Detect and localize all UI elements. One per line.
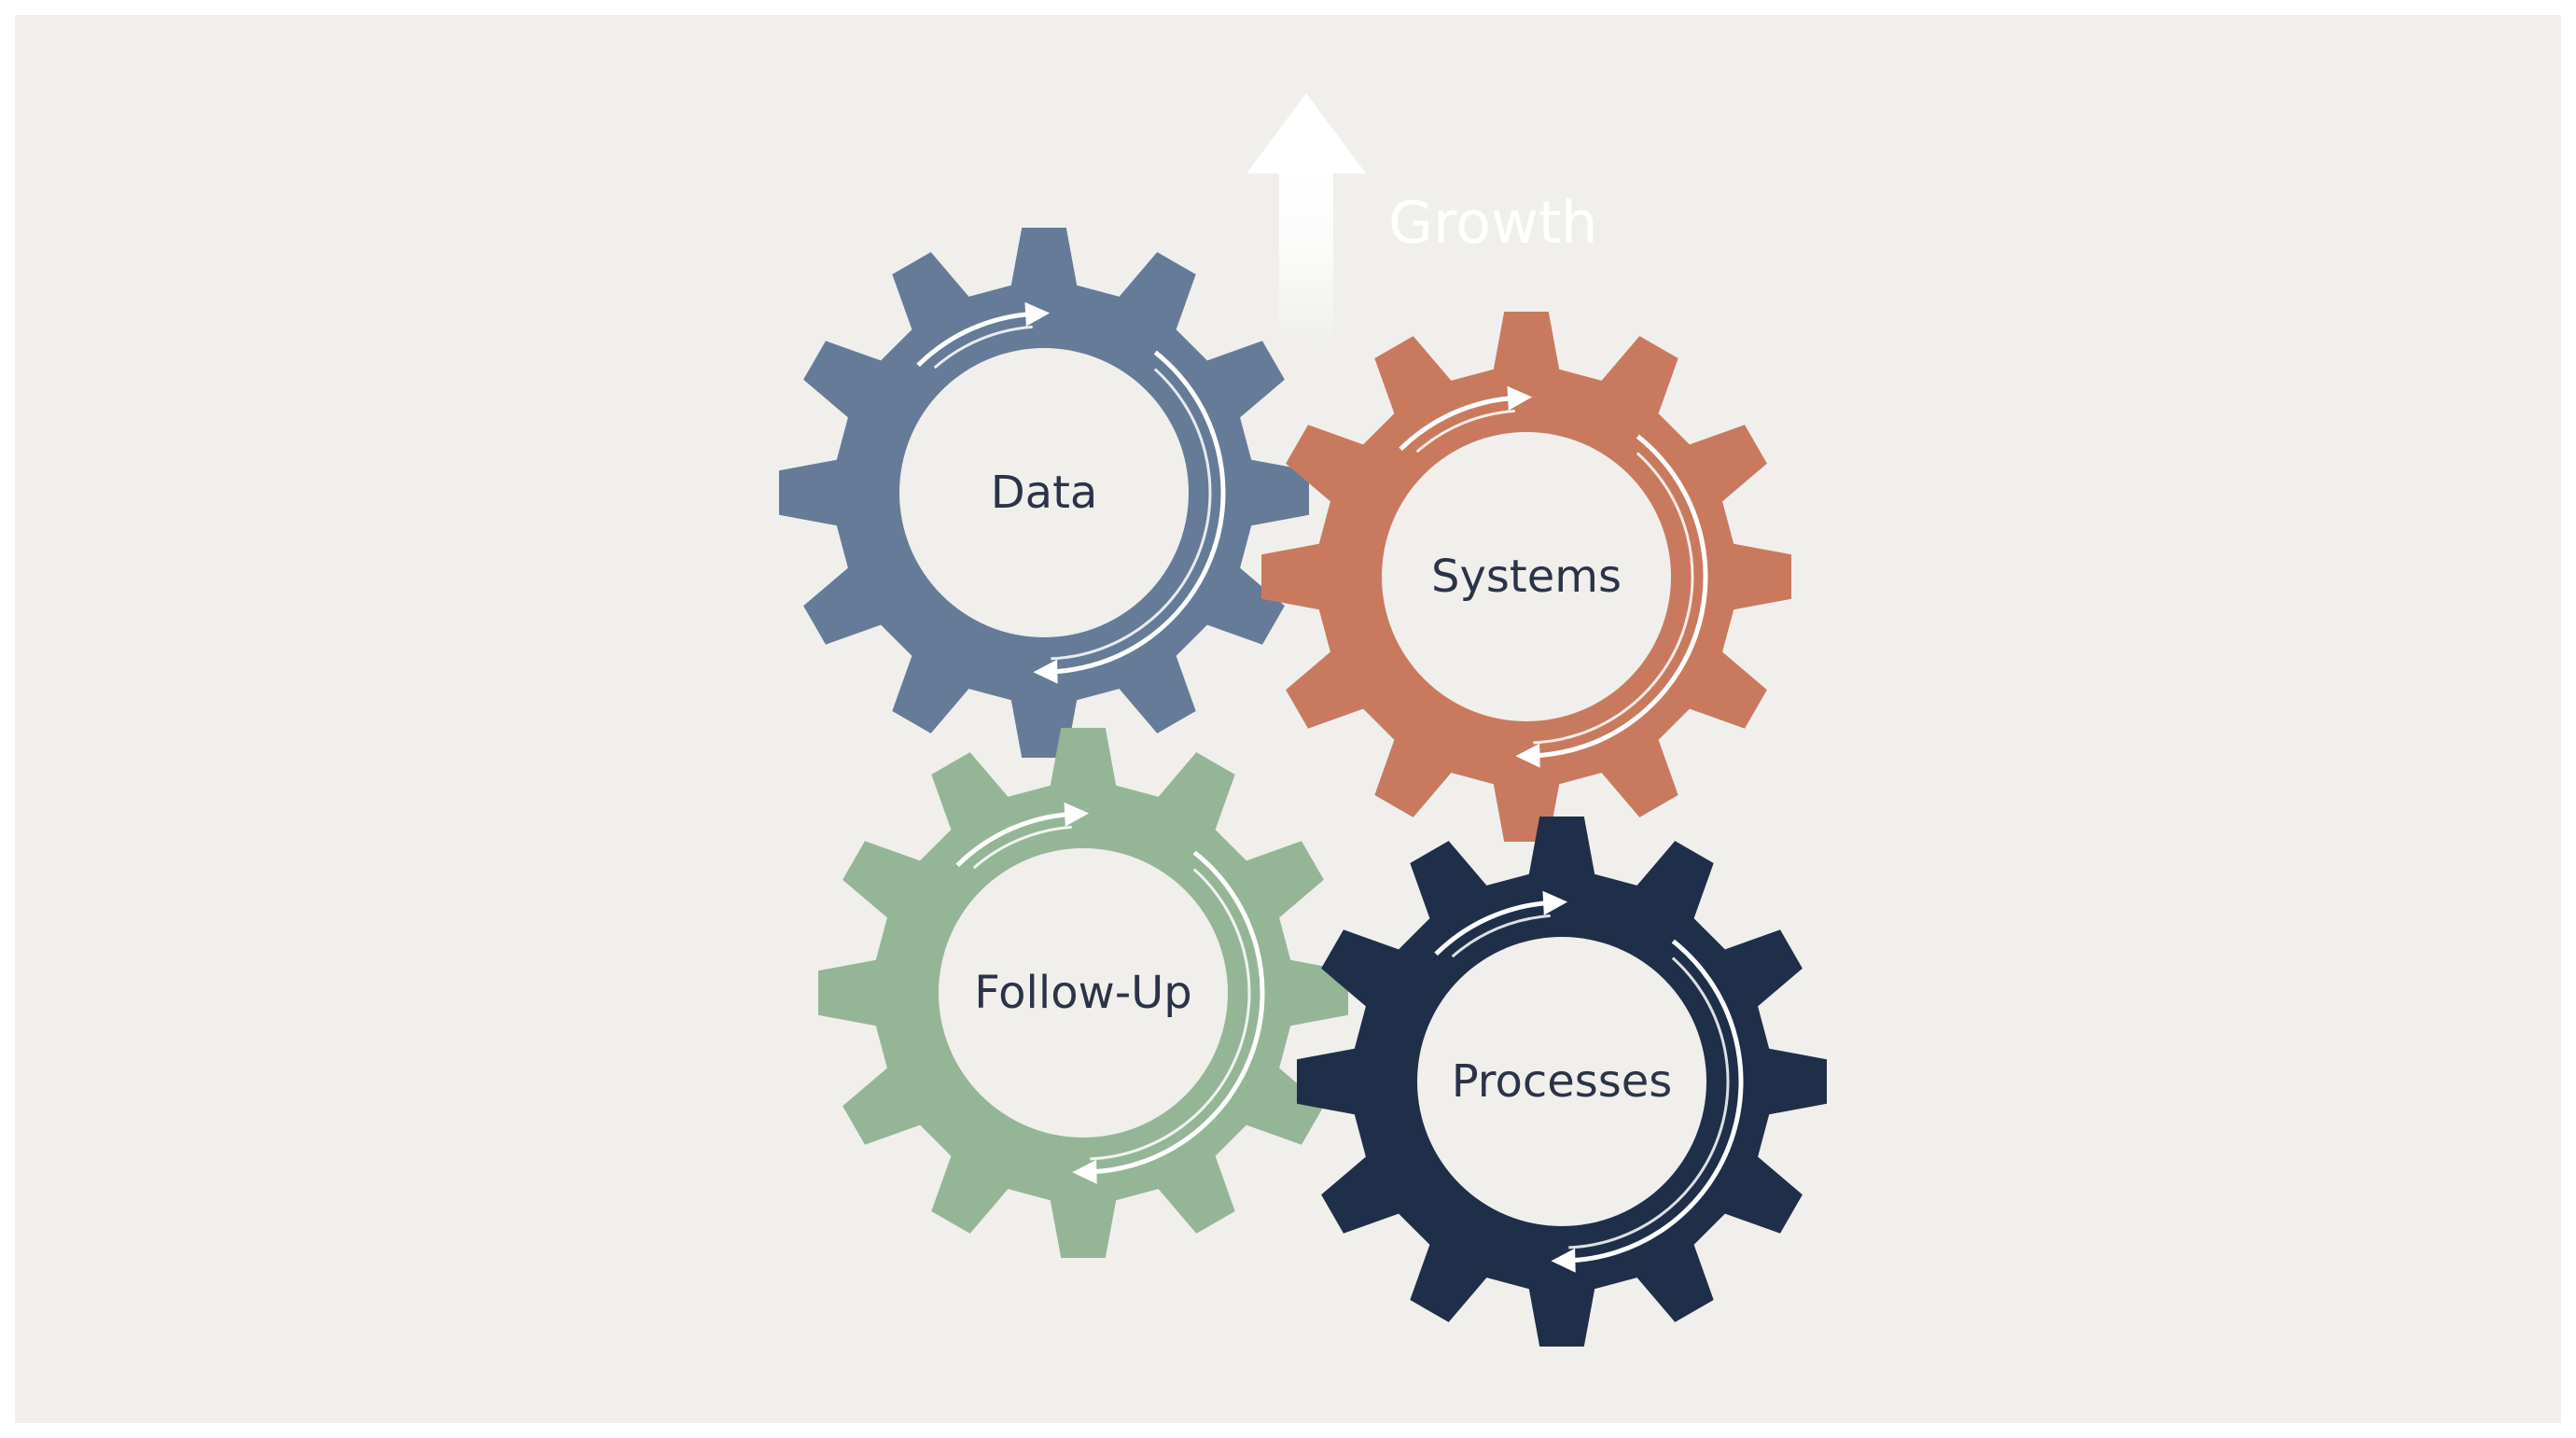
cycle-arc [916,311,1036,368]
follow-up-gear-hub [939,848,1228,1138]
cycle-arc [1086,850,1265,1175]
follow-up-cycle-arrows-icon [955,802,1265,1184]
data-gear-hub [899,348,1189,637]
cycle-arc [1529,434,1708,759]
cycle-arc-inner [1533,452,1694,745]
gear-data: Data [779,228,1309,758]
arrowhead-icon [1515,743,1540,768]
cycle-arc-inner [1051,368,1212,661]
growth-arrow-icon [1246,93,1366,346]
processes-cycle-arrows-icon [1434,890,1744,1273]
cycle-arc-inner [1568,956,1730,1250]
cycle-arc [1047,350,1226,675]
cycle-arc [1399,395,1518,452]
cycle-arc-inner [1451,914,1551,958]
processes-gear-label: Processes [1452,1055,1673,1108]
diagram-canvas: Growth Data Systems Follow-Up Pro [15,15,2561,1423]
cycle-arc [1434,900,1553,956]
data-gear-label: Data [991,467,1098,519]
arrowhead-icon [1551,1248,1576,1273]
arrowhead-icon [1024,301,1051,327]
gear-processes: Processes [1297,817,1827,1347]
gear-follow-up: Follow-Up [818,728,1348,1258]
gear-systems: Systems [1261,312,1791,842]
arrowhead-icon [1072,1159,1097,1184]
processes-gear-hub [1417,937,1706,1226]
cycle-arc-inner [972,825,1072,870]
arrowhead-icon [1507,385,1533,411]
systems-cycle-arrows-icon [1399,385,1708,768]
arrowhead-icon [1064,802,1090,827]
cycle-arc-inner [1415,409,1515,454]
arrowhead-icon [1542,890,1568,915]
cycle-arc [1565,939,1744,1263]
growth-label: Growth [1388,188,1597,257]
cycle-arc-inner [933,325,1033,370]
gears-diagram: Growth Data Systems Follow-Up Pro [779,93,1827,1347]
cycle-arc [955,811,1075,868]
systems-gear-hub [1382,432,1671,721]
cycle-arc-inner [1090,868,1251,1161]
follow-up-gear-label: Follow-Up [974,967,1191,1019]
data-cycle-arrows-icon [916,301,1226,684]
systems-gear-label: Systems [1431,551,1622,603]
arrowhead-icon [1033,659,1058,684]
